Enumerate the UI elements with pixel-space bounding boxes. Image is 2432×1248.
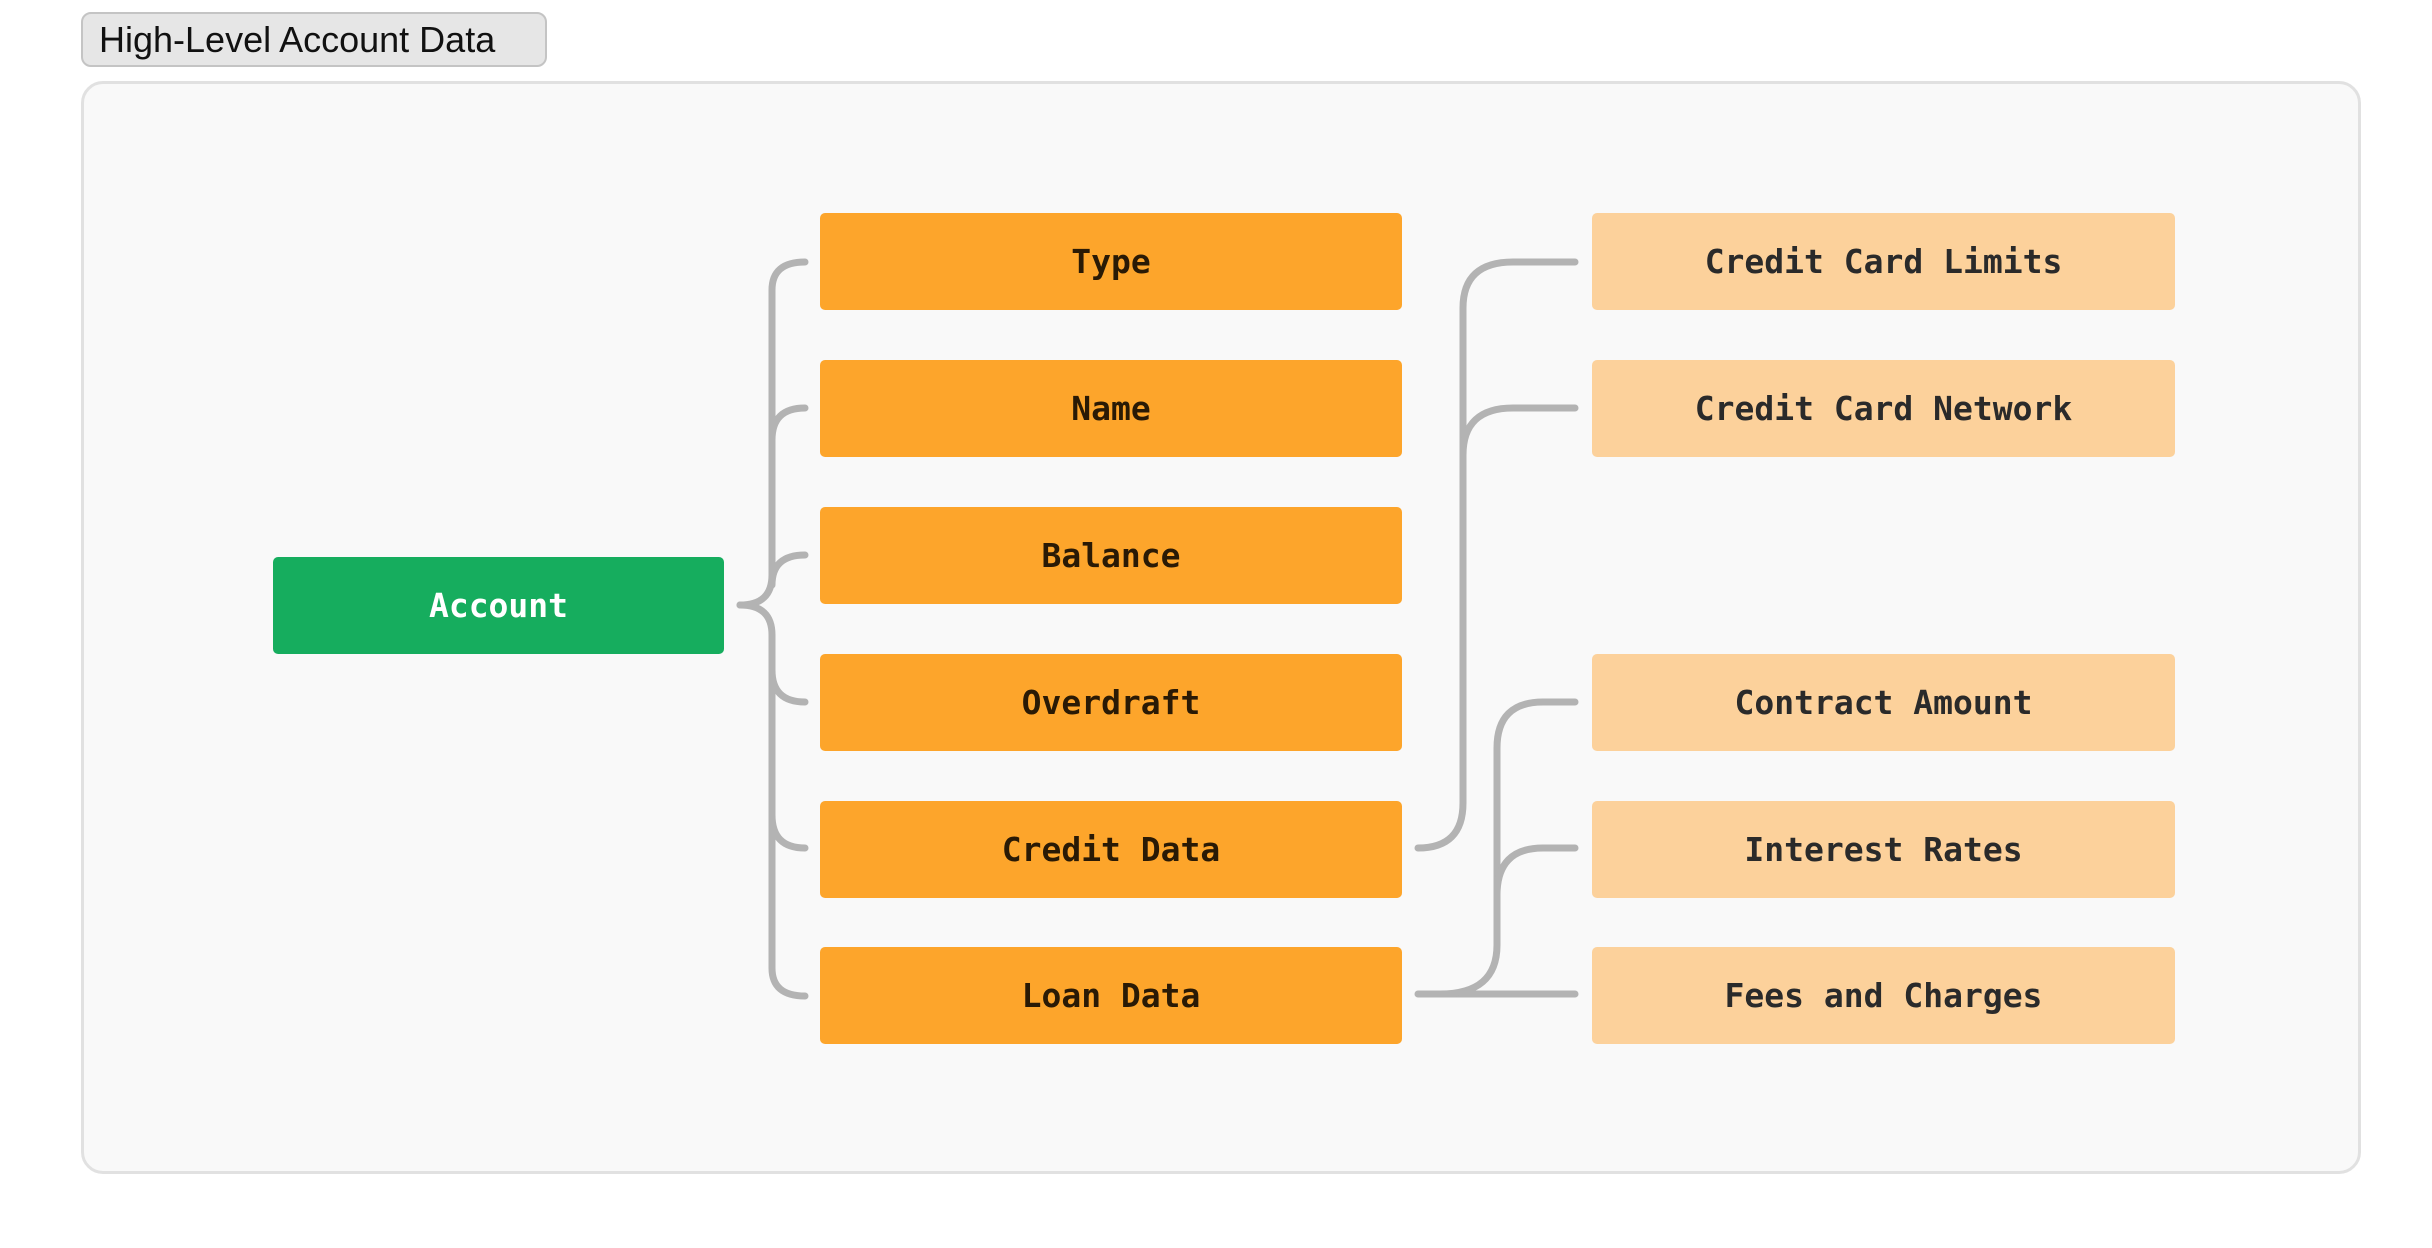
connector-to-name	[768, 404, 809, 444]
connector-loan-brace	[1436, 698, 1579, 998]
connector-to-interest-rates	[1493, 844, 1579, 899]
connector-to-overdraft	[768, 666, 809, 706]
node-account: Account	[273, 557, 724, 654]
connector-to-credit-data	[768, 811, 809, 852]
node-type: Type	[820, 213, 1402, 310]
node-credit-card-limits: Credit Card Limits	[1592, 213, 2175, 310]
connector-account-brace-lower	[736, 601, 809, 1000]
node-overdraft: Overdraft	[820, 654, 1402, 751]
node-balance: Balance	[820, 507, 1402, 604]
node-loan-data: Loan Data	[820, 947, 1402, 1044]
connector-to-card-network	[1459, 404, 1579, 459]
node-name: Name	[820, 360, 1402, 457]
diagram-title: High-Level Account Data	[81, 12, 547, 67]
node-credit-data: Credit Data	[820, 801, 1402, 898]
node-interest-rates: Interest Rates	[1592, 801, 2175, 898]
node-fees-and-charges: Fees and Charges	[1592, 947, 2175, 1044]
node-contract-amount: Contract Amount	[1592, 654, 2175, 751]
node-credit-card-network: Credit Card Network	[1592, 360, 2175, 457]
connector-to-balance	[768, 551, 809, 589]
connector-credit-brace	[1414, 258, 1579, 852]
